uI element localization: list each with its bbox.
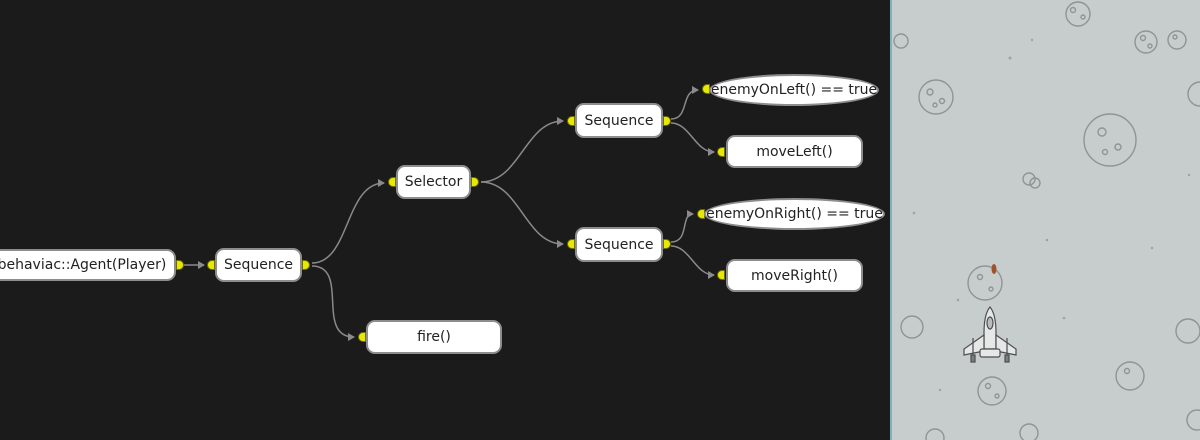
move-right-label: moveRight() xyxy=(751,267,838,284)
move-right-action-node[interactable]: moveRight() xyxy=(726,259,863,292)
right-sequence-output-port[interactable] xyxy=(663,239,671,249)
move-left-label: moveLeft() xyxy=(756,143,833,160)
root-sequence-label: Sequence xyxy=(223,257,294,273)
root-sequence-node[interactable]: Sequence xyxy=(215,248,302,282)
asteroid-icon xyxy=(1186,409,1200,431)
asteroid-icon xyxy=(893,33,909,49)
link-selector-left xyxy=(480,117,564,183)
bullet-icon xyxy=(991,264,997,274)
link-right-condition xyxy=(670,210,694,243)
asteroid-icon xyxy=(1022,172,1041,189)
game-canvas xyxy=(893,1,1200,440)
asteroid-icon xyxy=(1134,30,1158,54)
enemy-on-left-label: enemyOnLeft() == true xyxy=(710,82,878,98)
game-view[interactable] xyxy=(890,0,1200,440)
right-sequence-node[interactable]: Sequence xyxy=(575,227,663,262)
link-selector-right xyxy=(480,181,564,248)
asteroid-icon xyxy=(977,376,1007,406)
asteroid-icon xyxy=(925,428,945,440)
selector-input-port[interactable] xyxy=(388,177,396,187)
left-sequence-node[interactable]: Sequence xyxy=(575,103,663,138)
asteroid-icon xyxy=(1167,30,1187,50)
asteroid-icon xyxy=(1083,113,1137,167)
selector-node[interactable]: Selector xyxy=(396,165,471,199)
link-left-action xyxy=(670,122,715,156)
spaceship-icon xyxy=(963,306,1017,363)
agent-node-label: behaviac::Agent(Player) xyxy=(0,257,167,273)
fire-label: fire() xyxy=(417,329,451,345)
node-links xyxy=(183,86,715,341)
asteroid-icon xyxy=(1175,318,1200,344)
enemy-on-left-condition-node[interactable]: enemyOnLeft() == true xyxy=(709,74,879,106)
enemy-on-right-condition-node[interactable]: enemyOnRight() == true xyxy=(704,198,885,230)
move-left-input-port[interactable] xyxy=(717,147,725,157)
link-root-fire xyxy=(311,265,355,341)
root-sequence-output-port[interactable] xyxy=(302,260,310,270)
asteroid-icon xyxy=(1115,361,1145,391)
selector-label: Selector xyxy=(404,174,463,190)
enemy-on-right-label: enemyOnRight() == true xyxy=(706,206,883,222)
asteroid-icon xyxy=(900,315,924,339)
asteroid-icon xyxy=(1187,81,1200,107)
link-root-selector xyxy=(311,179,385,264)
link-right-action xyxy=(670,245,715,279)
move-left-action-node[interactable]: moveLeft() xyxy=(726,135,863,168)
asteroid-icon xyxy=(1019,423,1039,440)
asteroid-icon xyxy=(918,79,954,115)
right-sequence-input-port[interactable] xyxy=(567,239,575,249)
agent-node[interactable]: behaviac::Agent(Player) xyxy=(0,249,176,281)
asteroid-icon xyxy=(1065,1,1091,27)
fire-node[interactable]: fire() xyxy=(366,320,502,354)
right-sequence-label: Sequence xyxy=(584,236,654,253)
asteroid-icon xyxy=(967,265,1003,301)
move-right-input-port[interactable] xyxy=(717,270,725,280)
left-sequence-input-port[interactable] xyxy=(567,116,575,126)
link-left-condition xyxy=(670,86,699,120)
fire-input-port[interactable] xyxy=(358,332,366,342)
root-sequence-input-port[interactable] xyxy=(207,260,215,270)
behavior-tree-editor[interactable]: behaviac::Agent(Player) Sequence Selecto… xyxy=(0,0,890,440)
left-sequence-output-port[interactable] xyxy=(663,116,671,126)
agent-output-port[interactable] xyxy=(176,260,184,270)
left-sequence-label: Sequence xyxy=(584,112,654,129)
selector-output-port[interactable] xyxy=(471,177,479,187)
